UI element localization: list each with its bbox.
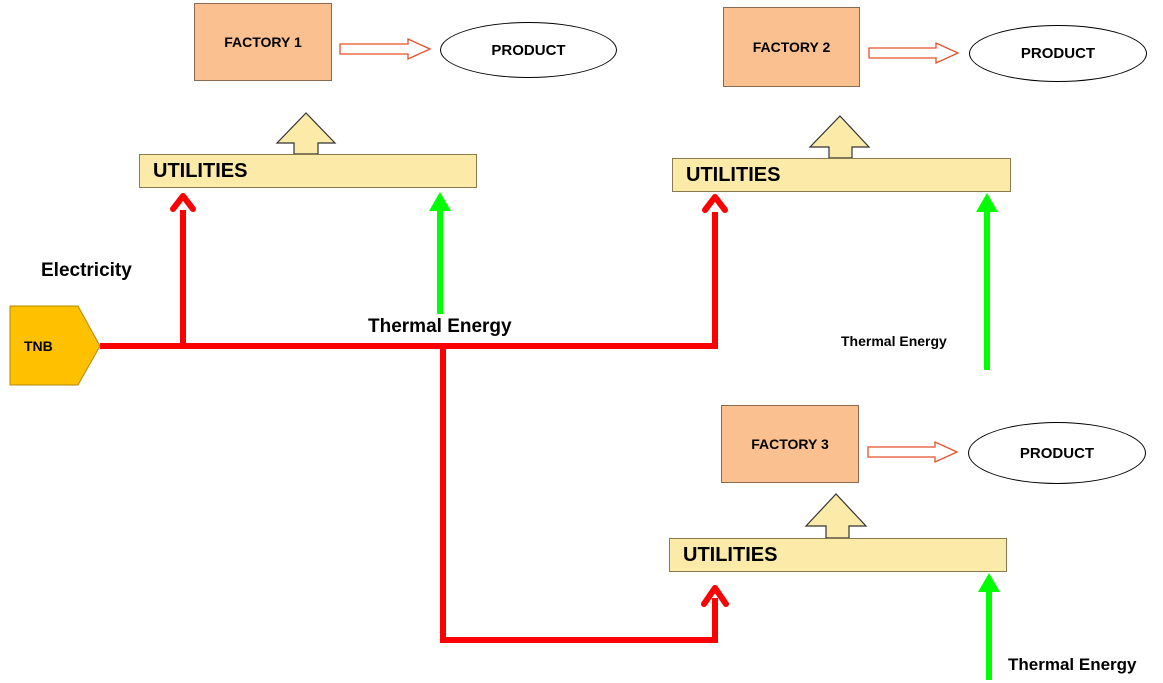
- tnb-source-label: TNB: [24, 338, 53, 354]
- utilities-3-bar: UTILITIES: [669, 538, 1007, 572]
- thermal-energy-label-factory-2: Thermal Energy: [841, 333, 947, 349]
- product-arrows: [339, 37, 960, 464]
- utilities-1-label: UTILITIES: [153, 159, 248, 182]
- utilities-2-label: UTILITIES: [686, 163, 781, 186]
- utilities-1-bar: UTILITIES: [139, 154, 477, 188]
- electricity-arrowheads: [170, 193, 729, 607]
- thermal-arrowhead-factory-3: [978, 573, 1000, 592]
- thermal-energy-label-factory-3: Thermal Energy: [1008, 655, 1137, 674]
- hollow-arrow-icon-factory-1: [339, 37, 432, 61]
- electricity-lines: [100, 210, 718, 643]
- thermal-arrowhead-factory-1: [429, 192, 451, 211]
- thermal-arrowhead-factory-2: [976, 193, 998, 212]
- electricity-arrowhead-factory-1: [170, 193, 196, 212]
- factory-1-label: FACTORY 1: [224, 34, 302, 50]
- thermal-energy-label-main: Thermal Energy: [368, 316, 512, 337]
- factory-3-label: FACTORY 3: [751, 436, 829, 452]
- up-arrow-icon-factory-1: [275, 112, 337, 155]
- thermal-lines: [437, 208, 992, 680]
- product-1-ellipse: PRODUCT: [440, 22, 617, 78]
- product-2-label: PRODUCT: [1020, 45, 1096, 62]
- product-3-ellipse: PRODUCT: [968, 422, 1146, 484]
- factory-2-label: FACTORY 2: [752, 39, 831, 55]
- electricity-arrowhead-factory-3: [701, 585, 729, 607]
- product-1-label: PRODUCT: [491, 41, 566, 59]
- electricity-arrowhead-factory-2: [702, 194, 728, 213]
- thermal-arrowheads: [429, 192, 1000, 592]
- factory-2-box: FACTORY 2: [723, 7, 860, 87]
- electricity-branch-factory-3: [440, 346, 718, 643]
- factory-3-box: FACTORY 3: [721, 405, 859, 483]
- up-arrow-icon-factory-2: [808, 115, 871, 159]
- hollow-arrow-icon-factory-3: [867, 440, 959, 464]
- up-arrow-icon-factory-3: [804, 493, 868, 539]
- utilities-3-label: UTILITIES: [683, 543, 778, 566]
- utilities-2-bar: UTILITIES: [672, 158, 1011, 192]
- tnb-source-shape: [9, 305, 101, 386]
- factory-1-box: FACTORY 1: [194, 3, 332, 81]
- hollow-arrow-icon-factory-2: [868, 41, 960, 65]
- electricity-main-line: [100, 212, 718, 349]
- product-3-label: PRODUCT: [1019, 444, 1095, 462]
- electricity-label: Electricity: [41, 260, 132, 281]
- product-2-ellipse: PRODUCT: [969, 25, 1147, 82]
